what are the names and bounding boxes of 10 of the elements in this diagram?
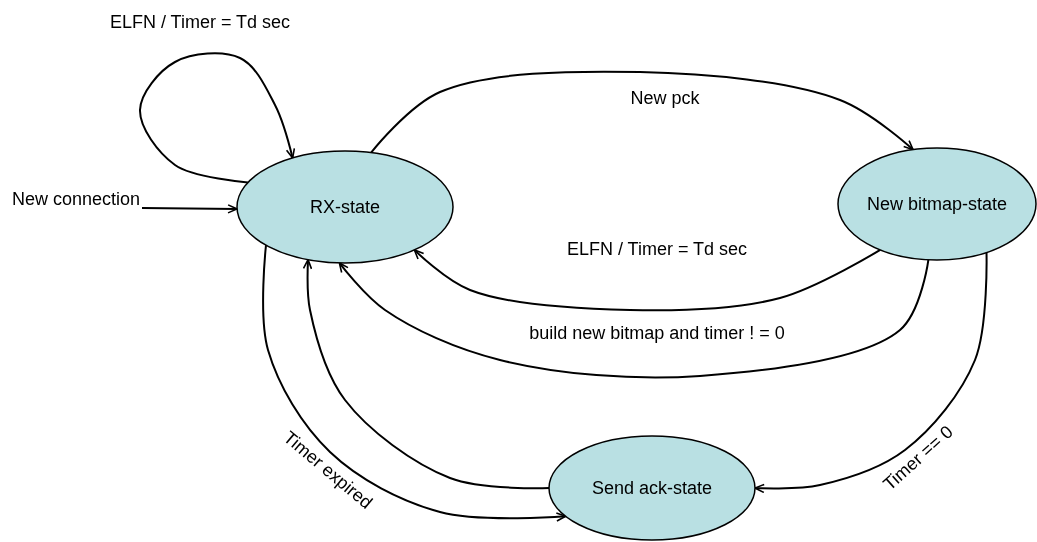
arrow	[139, 52, 296, 184]
state-name: Send ack-state	[591, 477, 713, 499]
arrow	[302, 258, 550, 490]
arrow	[413, 248, 882, 312]
state-name: RX-state	[310, 196, 380, 218]
input-label: New connection	[12, 188, 142, 211]
arrow	[370, 70, 915, 154]
state-name: New bitmap-state	[866, 193, 1008, 215]
arrow	[262, 244, 567, 522]
arrow	[338, 258, 930, 379]
